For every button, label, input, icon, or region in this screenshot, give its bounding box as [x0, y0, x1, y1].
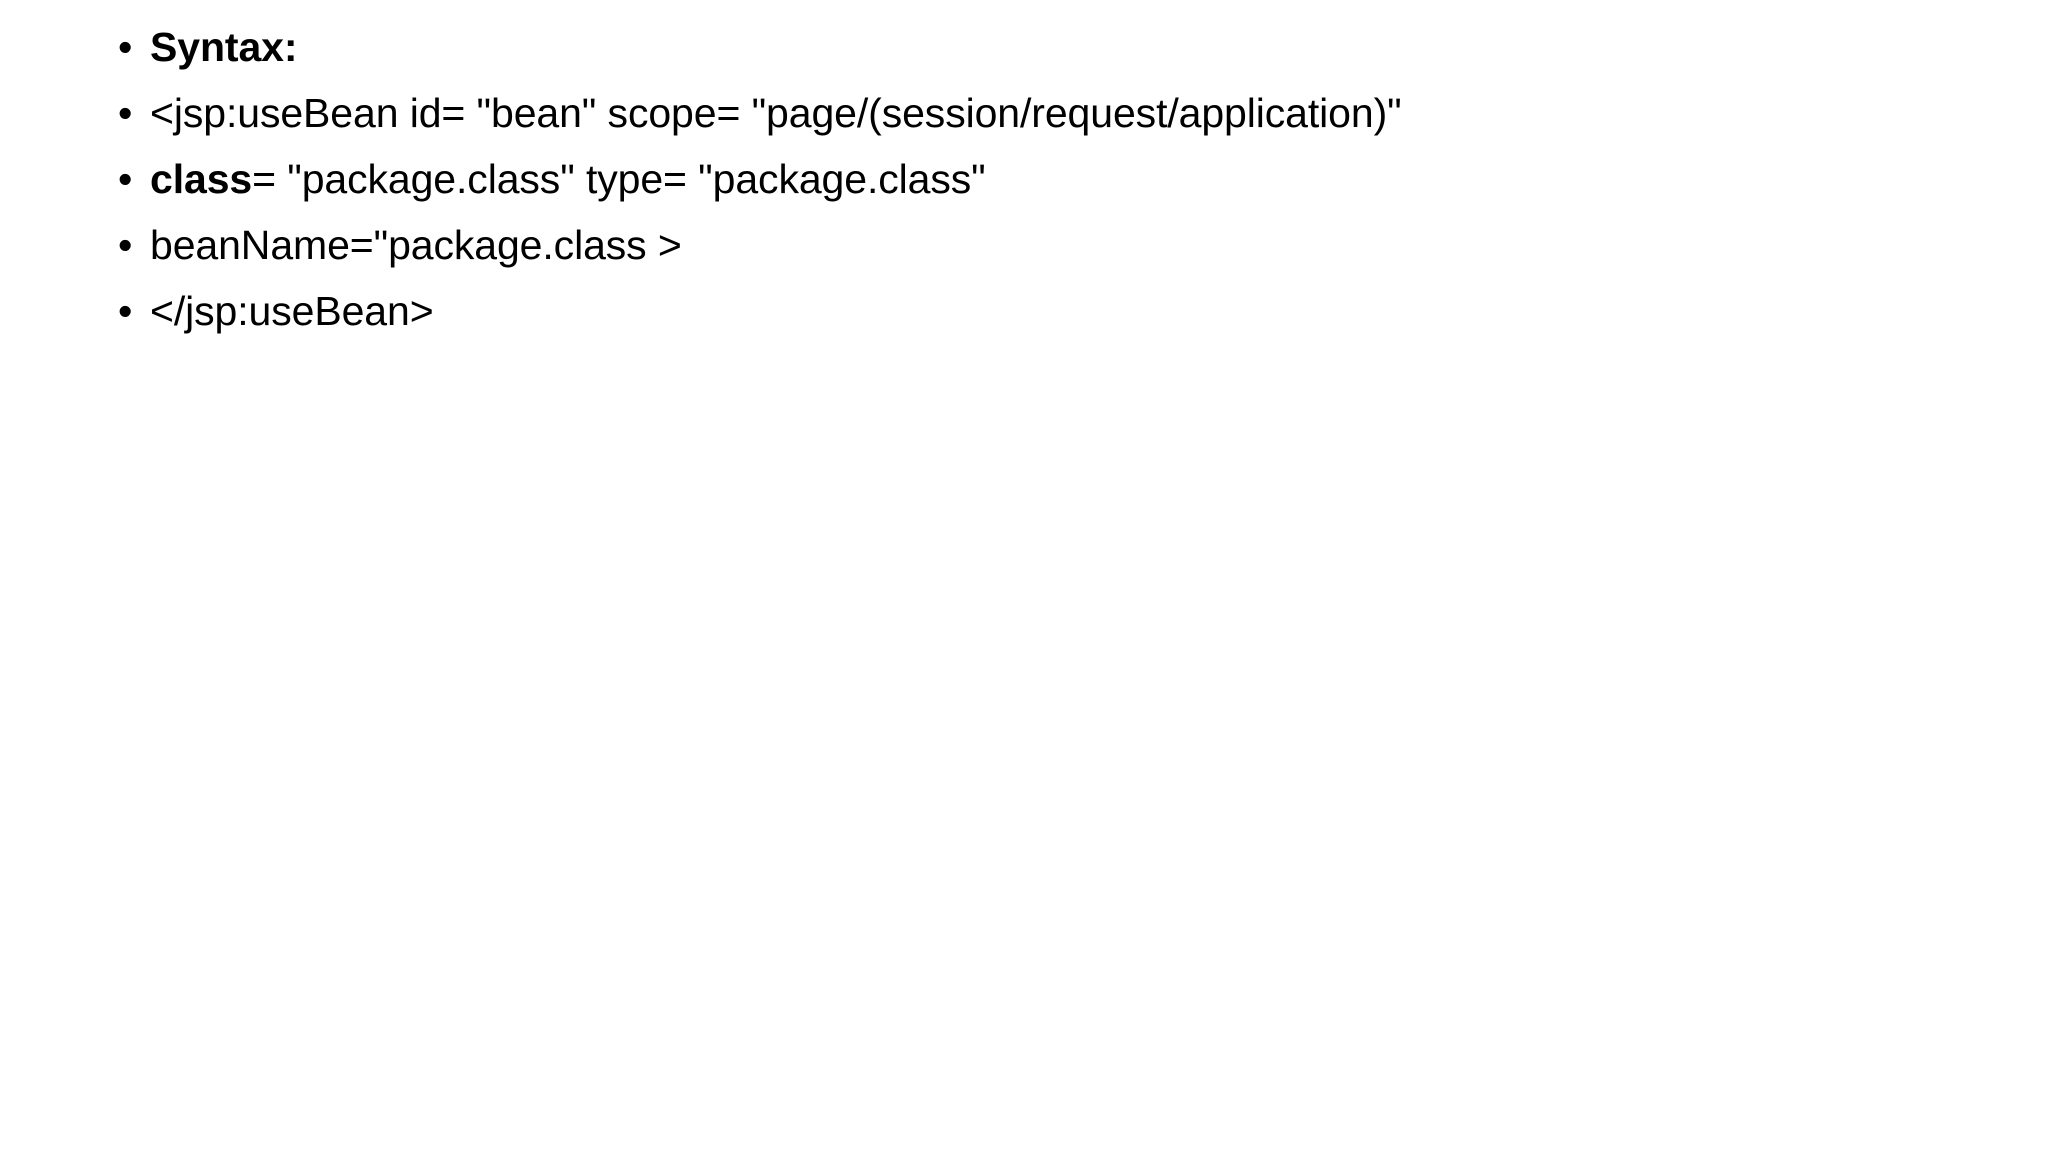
bullet-item-text: Syntax:: [150, 24, 298, 70]
bullet-point-icon: •: [118, 90, 133, 136]
bullet-item-text: <jsp:useBean id= "bean" scope= "page/(se…: [150, 90, 1402, 136]
bullet-item: • beanName="package.class >: [104, 212, 1964, 278]
bullet-point-icon: •: [118, 156, 133, 202]
text-run: <jsp:useBean id= "bean" scope= "page/(se…: [150, 90, 1402, 136]
bullet-item: • class= "package.class" type= "package.c…: [104, 146, 1964, 212]
bullet-item: • <jsp:useBean id= "bean" scope= "page/(s…: [104, 80, 1964, 146]
slide-body-placeholder: • Syntax: • <jsp:useBean id= "bean" scope= …: [104, 14, 1964, 344]
text-run: beanName="package.class >: [150, 222, 682, 268]
bullet-item-text: beanName="package.class >: [150, 222, 682, 268]
bullet-item-text: class= "package.class" type= "package.cl…: [150, 156, 986, 202]
text-run: = "package.class" type= "package.class": [252, 156, 986, 202]
bullet-item-text: </jsp:useBean>: [150, 288, 434, 334]
bullet-list: • Syntax: • <jsp:useBean id= "bean" scope= …: [104, 14, 1964, 344]
bullet-item: • </jsp:useBean>: [104, 278, 1964, 344]
bullet-point-icon: •: [118, 24, 133, 70]
bullet-point-icon: •: [118, 222, 133, 268]
text-run: class: [150, 156, 253, 202]
text-run: Syntax:: [150, 24, 298, 70]
text-run: </jsp:useBean>: [150, 288, 434, 334]
bullet-item: • Syntax:: [104, 14, 1964, 80]
bullet-point-icon: •: [118, 288, 133, 334]
